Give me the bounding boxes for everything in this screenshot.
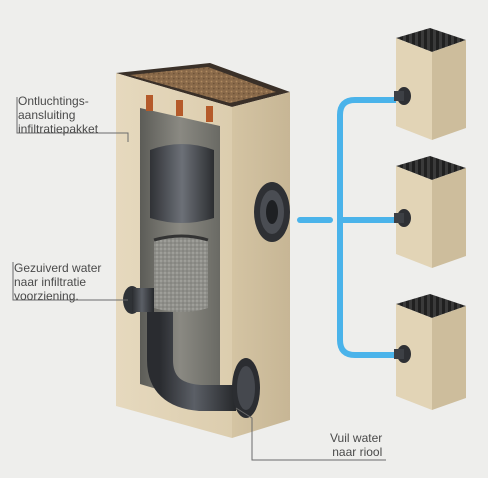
ventilation-label-line-1: Ontluchtings- [18, 94, 89, 108]
dirty-water-label: Vuil water naar riool [330, 431, 382, 459]
gully-drain-bottom [394, 294, 466, 410]
gully-drain-middle [394, 156, 466, 268]
ventilation-label: Ontluchtings- aansluiting infiltratiepak… [18, 94, 98, 136]
dirty-water-label-line-1: Vuil water [330, 431, 383, 445]
upper-drum [150, 144, 214, 223]
dirty-water-pipe [147, 312, 236, 411]
clean-water-label-line-1: Gezuiverd water [14, 261, 102, 275]
gully-drain-top [394, 28, 466, 140]
filter-cartridge [154, 236, 208, 312]
separator-tank-cutaway [116, 63, 290, 438]
ventilation-label-line-3: infiltratiepakket [18, 122, 99, 136]
dirty-water-label-line-2: naar riool [332, 445, 383, 459]
clean-water-label-line-2: naar infiltratie [14, 275, 87, 289]
clean-water-label-line-3: voorziening. [14, 289, 79, 303]
ventilation-label-line-2: aansluiting [18, 108, 76, 122]
clean-water-label: Gezuiverd water naar infiltratie voorzie… [14, 261, 101, 303]
water-line-network [297, 97, 403, 358]
vent-supports [146, 95, 213, 122]
leader-lines [12, 97, 386, 461]
